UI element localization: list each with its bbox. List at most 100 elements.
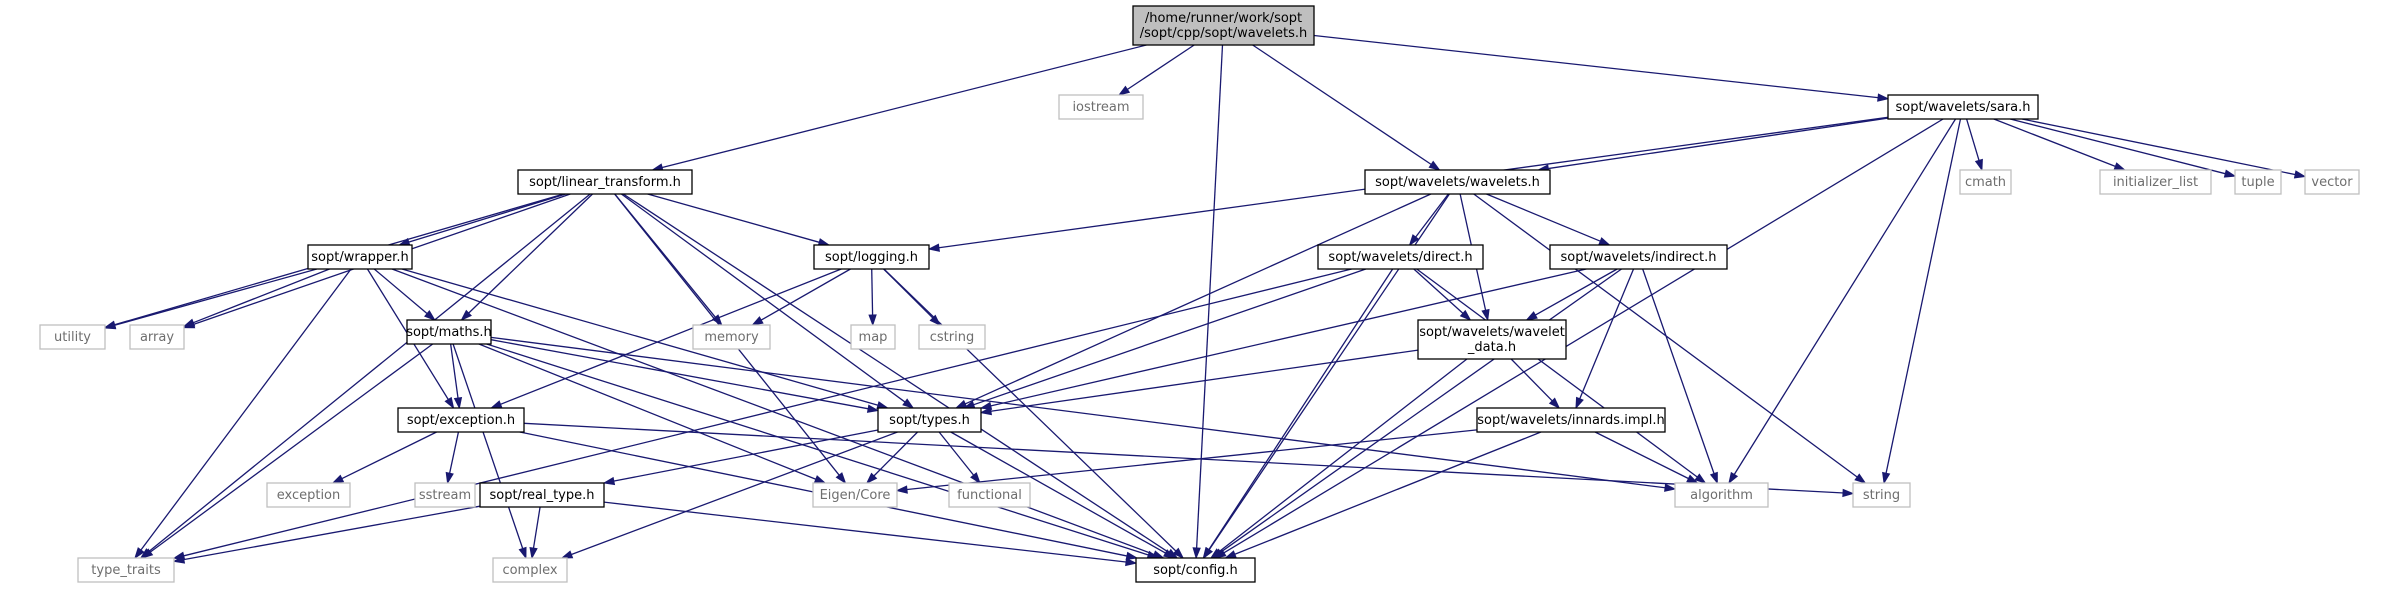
node-eigen-core: Eigen/Core — [812, 482, 898, 508]
edge-line — [647, 193, 821, 244]
node-label: map — [859, 330, 888, 345]
node-indirect[interactable]: sopt/wavelets/indirect.h — [1549, 244, 1728, 270]
node-wavelets-main[interactable]: /home/runner/work/sopt/sopt/cpp/sopt/wav… — [1132, 5, 1315, 46]
node-label: sopt/wavelets/indirect.h — [1561, 250, 1717, 265]
node-linear-transform[interactable]: sopt/linear_transform.h — [517, 169, 693, 195]
edge-line — [478, 343, 818, 481]
edge-wavelets_main-to-wavelets_wavelets — [1252, 44, 1441, 171]
edge-arrowhead — [1974, 158, 1983, 172]
edge-arrowhead — [813, 475, 827, 484]
edge-arrowhead — [331, 474, 345, 484]
node-types[interactable]: sopt/types.h — [877, 407, 982, 433]
node-box — [1959, 169, 2012, 195]
edge-line — [407, 193, 566, 243]
edge-linear_transform-to-logging — [647, 193, 831, 247]
node-label: string — [1863, 488, 1900, 503]
edge-line — [989, 349, 1419, 412]
edge-arrowhead — [1877, 93, 1890, 102]
node-direct[interactable]: sopt/wavelets/direct.h — [1317, 244, 1484, 270]
node-label: /sopt/cpp/sopt/wavelets.h — [1140, 26, 1307, 41]
edge-line — [401, 268, 880, 407]
node-box — [517, 169, 693, 195]
edge-arrowhead — [2223, 169, 2237, 178]
edge-line — [1313, 34, 1880, 99]
node-box — [1887, 94, 2039, 120]
edge-line — [113, 268, 318, 327]
edge-arrowhead — [1202, 546, 1213, 560]
edge-wrapper-to-utility — [103, 268, 318, 330]
edge-arrowhead — [518, 546, 527, 560]
node-label: sopt/linear_transform.h — [529, 175, 681, 190]
edge-line — [622, 193, 1171, 554]
edge-line — [938, 431, 975, 477]
edge-line — [532, 506, 541, 550]
node-algorithm: algorithm — [1674, 482, 1769, 508]
edge-sara-to-algorithm — [1728, 118, 1957, 485]
edge-arrowhead — [1481, 308, 1490, 322]
node-label: sopt/exception.h — [407, 413, 515, 428]
edge-exception_h-to-string — [523, 422, 1855, 498]
edge-indirect-to-types — [979, 268, 1587, 410]
node-type-traits: type_traits — [77, 557, 175, 583]
edge-sara-to-tuple — [2010, 118, 2237, 178]
edge-line — [883, 268, 1178, 553]
edge-arrowhead — [1172, 547, 1185, 560]
edge-line — [1414, 193, 1449, 239]
node-initializer-list: initializer_list — [2099, 169, 2212, 195]
node-maths[interactable]: sopt/maths.h — [406, 319, 492, 345]
edge-line — [871, 268, 874, 317]
node-label: sopt/types.h — [889, 413, 970, 428]
node-logging[interactable]: sopt/logging.h — [813, 244, 930, 270]
node-label: sopt/wavelets/wavelets.h — [1375, 175, 1540, 190]
node-config[interactable]: sopt/config.h — [1135, 557, 1256, 583]
edge-linear_transform-to-wrapper — [397, 193, 566, 246]
node-innards[interactable]: sopt/wavelets/innards.impl.h — [1476, 407, 1666, 433]
edge-line — [1534, 268, 1618, 317]
node-label: memory — [704, 330, 759, 345]
node-functional: functional — [948, 482, 1031, 508]
edge-wavelets_main-to-sara — [1313, 34, 1890, 102]
edge-line — [182, 505, 481, 561]
edge-arrowhead — [602, 476, 616, 486]
edge-arrowhead — [560, 550, 574, 559]
edge-arrowhead — [141, 548, 154, 559]
edge-maths-to-eigen_core — [478, 343, 827, 484]
edge-wrapper-to-type_traits — [134, 268, 352, 560]
edge-maths-to-exception_h — [449, 343, 463, 410]
edge-real_type-to-complex — [529, 506, 541, 560]
node-wrapper[interactable]: sopt/wrapper.h — [307, 244, 413, 270]
edge-exception_h-to-exception — [331, 431, 437, 484]
node-box — [1364, 169, 1551, 195]
node-label: utility — [54, 330, 91, 345]
edge-real_type-to-type_traits — [172, 505, 481, 564]
node-sstream: sstream — [414, 482, 476, 508]
edge-line — [1578, 268, 1635, 400]
edge-line — [523, 422, 1845, 494]
node-box — [414, 482, 476, 508]
node-string: string — [1852, 482, 1911, 508]
node-wavelets-wavelets[interactable]: sopt/wavelets/wavelets.h — [1364, 169, 1551, 195]
node-box — [918, 324, 986, 350]
edge-types-to-config — [950, 431, 1176, 559]
edge-arrowhead — [1598, 237, 1611, 246]
node-exception-h[interactable]: sopt/exception.h — [397, 407, 525, 433]
node-label: Eigen/Core — [820, 488, 891, 503]
node-sara[interactable]: sopt/wavelets/sara.h — [1887, 94, 2039, 120]
node-cmath: cmath — [1959, 169, 2012, 195]
edge-line — [1486, 193, 1602, 243]
node-complex: complex — [492, 557, 568, 583]
edge-types-to-functional — [938, 431, 981, 485]
node-wavelet-data[interactable]: sopt/wavelets/wavelet_data.h — [1417, 319, 1567, 360]
edge-arrowhead — [970, 472, 981, 485]
edge-arrowhead — [1192, 547, 1201, 560]
node-real-type[interactable]: sopt/real_type.h — [479, 482, 605, 508]
edge-line — [1413, 268, 1465, 315]
edge-line — [499, 268, 842, 406]
node-label: array — [140, 330, 174, 345]
node-box — [850, 324, 896, 350]
node-box — [2099, 169, 2212, 195]
edge-logging-to-map — [868, 268, 877, 327]
edge-arrowhead — [2113, 162, 2127, 171]
edge-line — [950, 431, 1167, 555]
edge-line — [1594, 431, 1690, 480]
